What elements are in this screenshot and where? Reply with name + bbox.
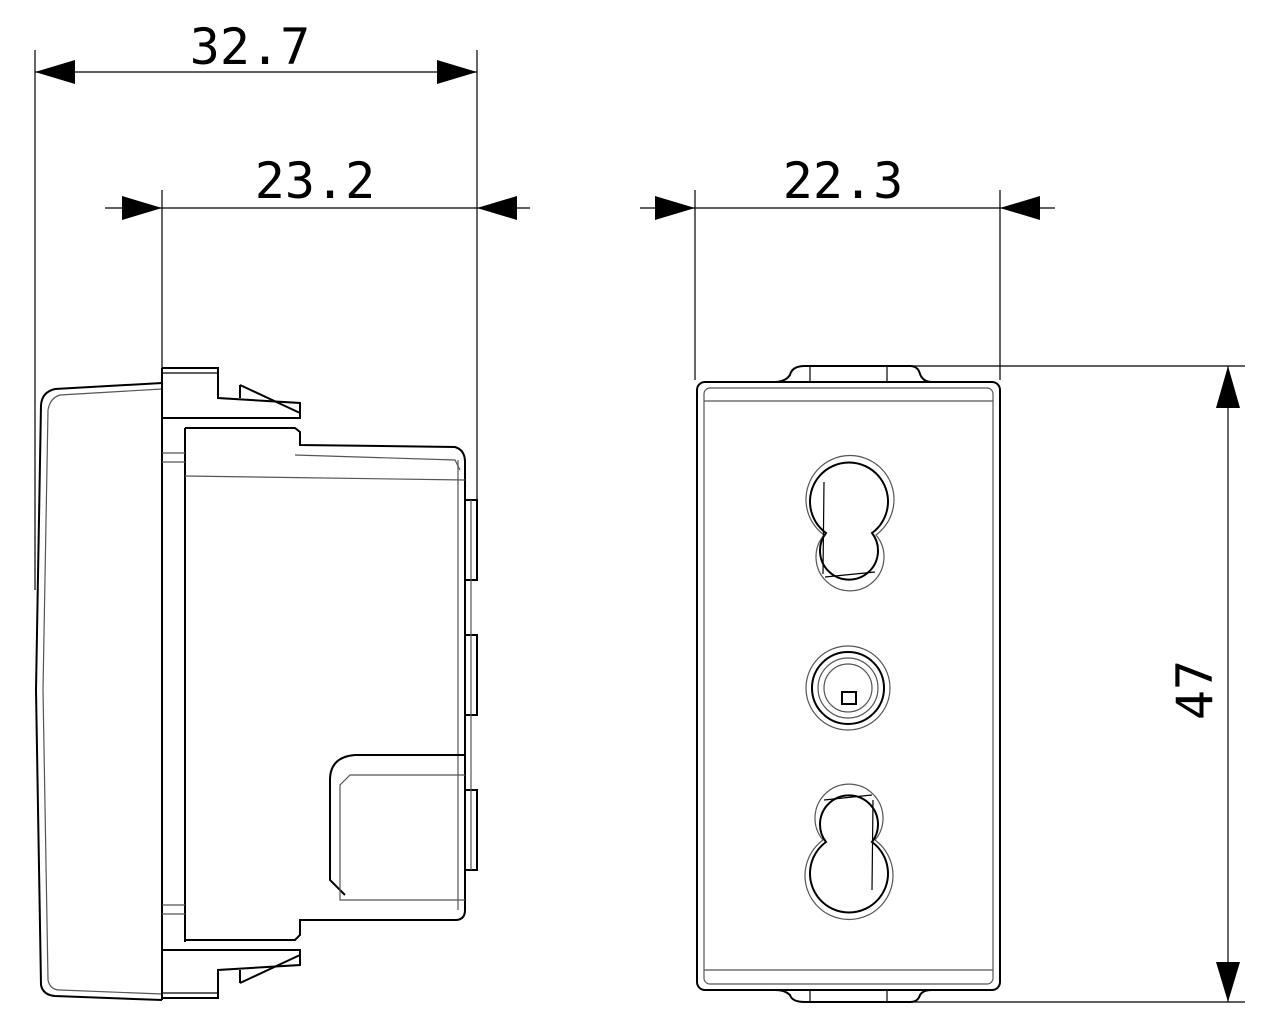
socket-hole-earth	[805, 645, 891, 731]
dimension-body-depth: 23.2	[105, 152, 530, 1000]
dimension-width: 22.3	[640, 152, 1055, 380]
dimension-label-height: 47	[1166, 660, 1224, 720]
dimension-overall-depth: 32.7	[34, 18, 478, 590]
side-view	[34, 367, 478, 1001]
dimension-height: 47	[910, 365, 1245, 1003]
dimension-label-body-depth: 23.2	[255, 152, 375, 210]
socket-hole-top	[805, 454, 895, 592]
socket-hole-bottom	[804, 783, 894, 921]
dimension-label-width: 22.3	[783, 152, 903, 210]
front-view	[696, 365, 1001, 1003]
dimension-label-overall-depth: 32.7	[190, 18, 310, 76]
